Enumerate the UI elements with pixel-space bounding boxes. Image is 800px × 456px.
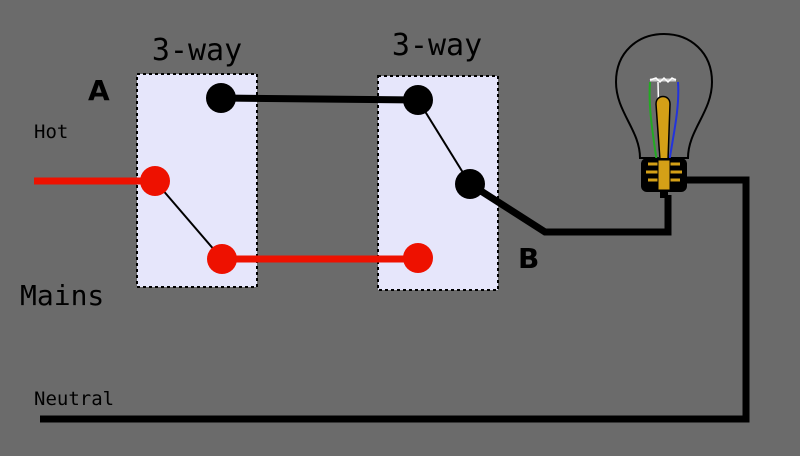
mains-label: Mains bbox=[20, 279, 104, 312]
switch-a-terminal-top bbox=[206, 83, 236, 113]
switch-b-terminal-bottom bbox=[403, 243, 433, 273]
switch-a-terminal-common bbox=[140, 166, 170, 196]
switch-a-label: A bbox=[88, 74, 110, 107]
switch-b-terminal-top bbox=[403, 85, 433, 115]
neutral-wire bbox=[40, 176, 750, 423]
switch-b-terminal-common bbox=[455, 169, 485, 199]
switch-a-title: 3-way bbox=[152, 33, 242, 68]
switch-b-toggle bbox=[417, 99, 471, 185]
switch-b-title: 3-way bbox=[392, 28, 482, 63]
light-bulb-icon bbox=[614, 32, 714, 198]
neutral-label: Neutral bbox=[34, 388, 114, 410]
switched-wire bbox=[468, 181, 672, 236]
hot-label: Hot bbox=[34, 121, 68, 143]
switch-b-label: B bbox=[518, 242, 539, 275]
black-traveler-wire bbox=[220, 94, 419, 104]
switch-a-toggle bbox=[154, 180, 223, 260]
switch-a-terminal-bottom bbox=[207, 244, 237, 274]
